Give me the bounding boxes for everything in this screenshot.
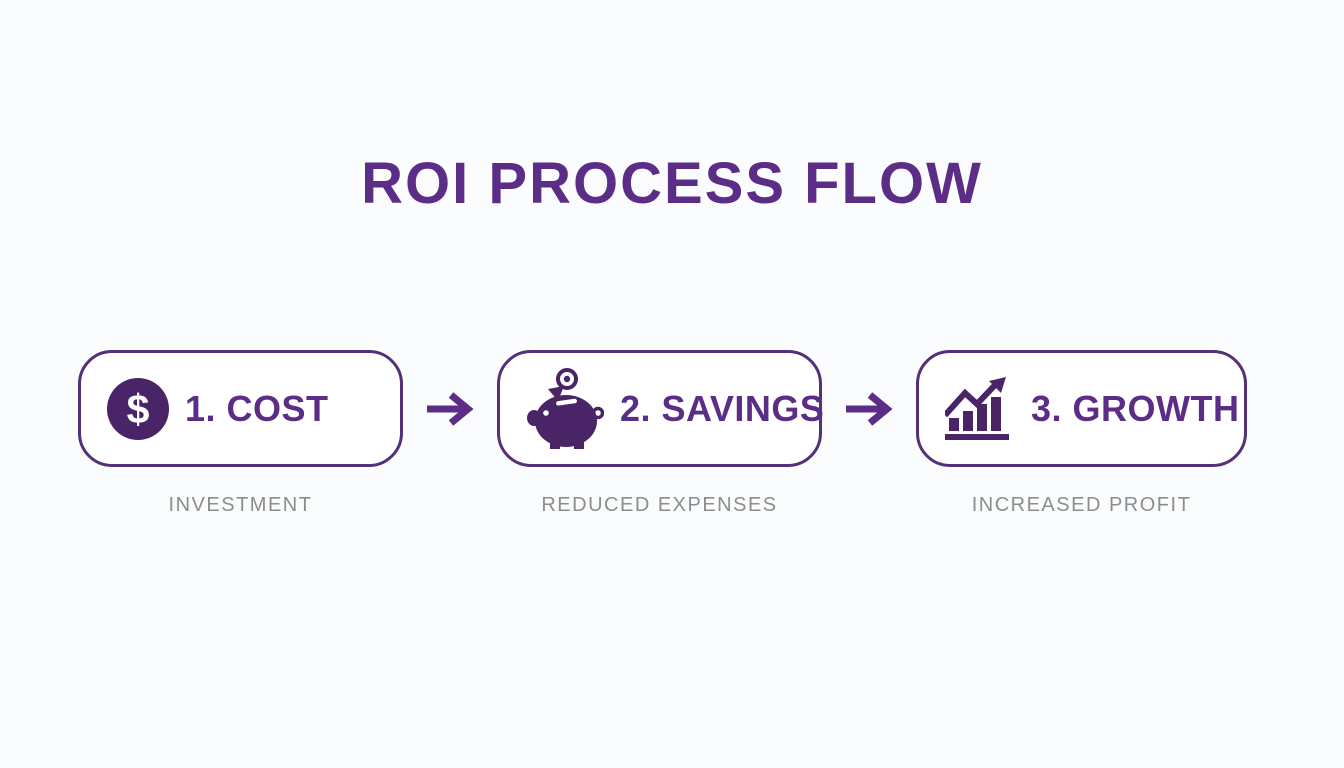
growth-chart-icon bbox=[945, 376, 1015, 441]
flow-connector bbox=[403, 350, 497, 467]
piggy-bank-icon bbox=[526, 367, 604, 450]
flow-connector bbox=[822, 350, 916, 467]
step-label: 1. COST bbox=[185, 387, 329, 429]
arrow-right-icon bbox=[843, 391, 895, 427]
step-box-savings: 2. SAVINGS bbox=[497, 350, 825, 467]
step-box-growth: 3. GROWTH bbox=[916, 350, 1247, 467]
svg-text:$: $ bbox=[127, 386, 150, 432]
dollar-coin-icon: $ bbox=[107, 377, 169, 440]
step-label: 3. GROWTH bbox=[1031, 387, 1240, 429]
step-savings: 2. SAVINGS REDUCED EXPENSES bbox=[497, 350, 825, 517]
step-cost: $ 1. COST INVESTMENT bbox=[78, 350, 403, 517]
step-caption: INCREASED PROFIT bbox=[971, 494, 1192, 516]
step-label: 2. SAVINGS bbox=[620, 387, 825, 429]
page-title: ROI PROCESS FLOW bbox=[361, 151, 983, 216]
process-flow: $ 1. COST INVESTMENT bbox=[78, 350, 1247, 517]
step-caption: REDUCED EXPENSES bbox=[541, 494, 778, 516]
step-caption: INVESTMENT bbox=[168, 494, 313, 516]
step-box-cost: $ 1. COST bbox=[78, 350, 403, 467]
arrow-right-icon bbox=[424, 391, 476, 427]
step-growth: 3. GROWTH INCREASED PROFIT bbox=[916, 350, 1247, 517]
